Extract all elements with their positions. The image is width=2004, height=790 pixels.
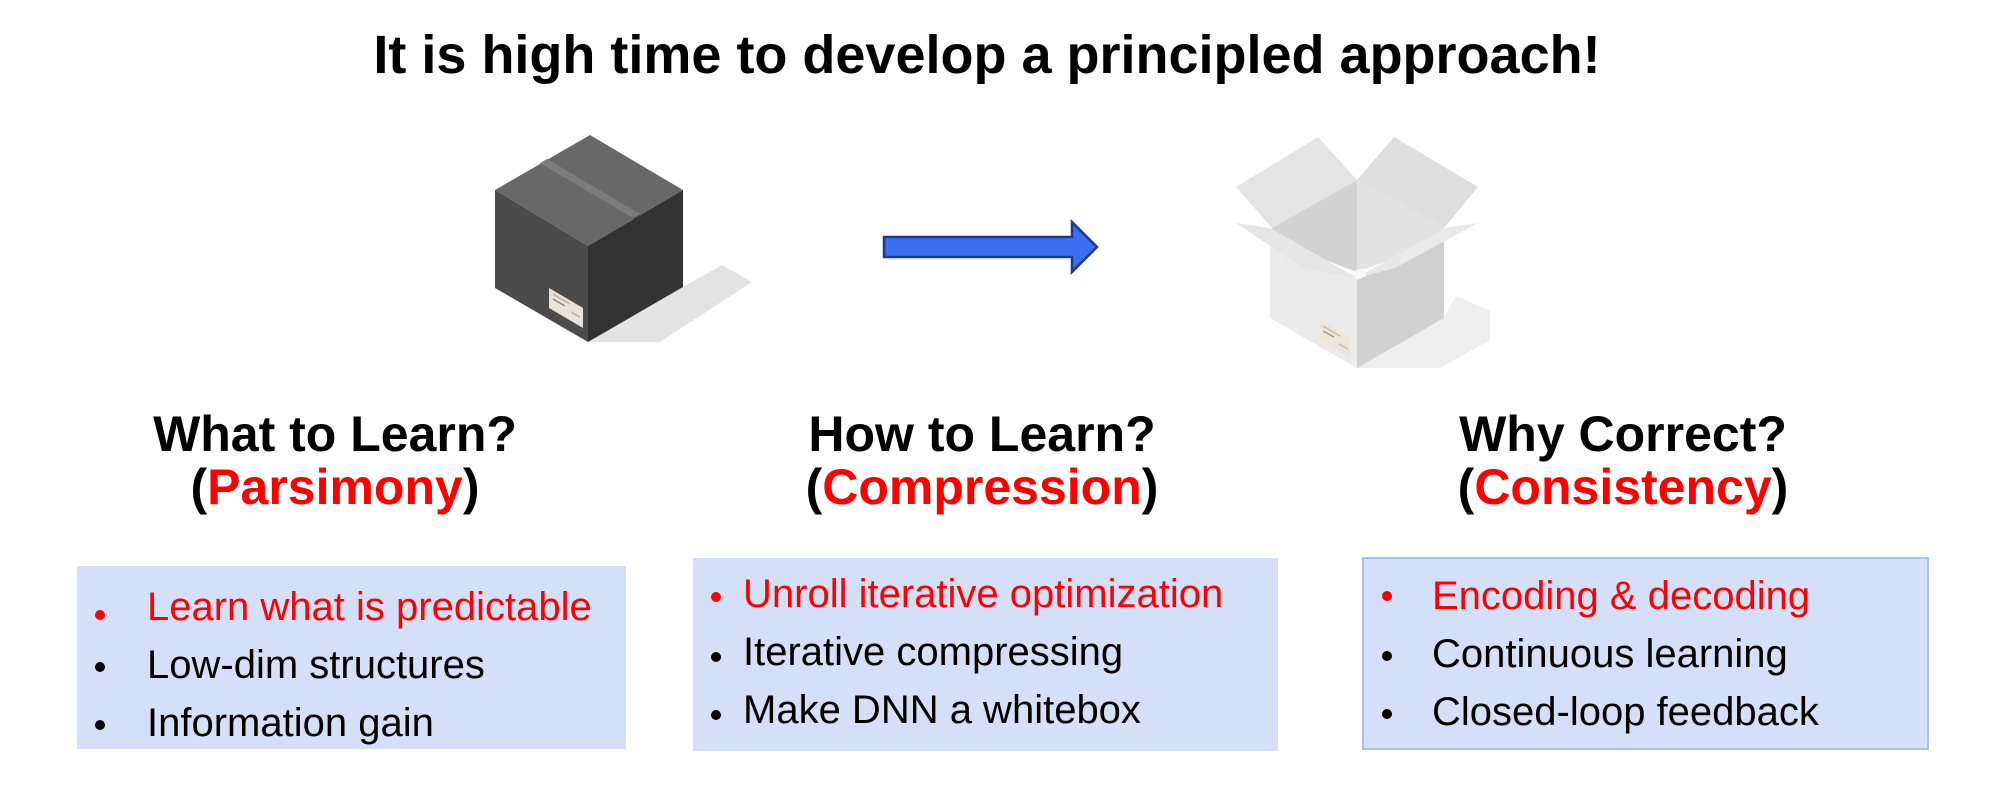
column-heading-consistency: Why Correct? (Consistency) — [1363, 408, 1883, 514]
open-box-front-right-flap — [1357, 223, 1478, 278]
panel-compression: Unroll iterative optimization Iterative … — [693, 558, 1278, 751]
bullet-text: Learn what is predictable — [147, 585, 592, 629]
column-question: Why Correct? — [1459, 406, 1787, 462]
bullet-item: Continuous learning — [1364, 625, 1927, 683]
column-heading-compression: How to Learn? (Compression) — [722, 408, 1242, 514]
paren-close: ) — [462, 459, 480, 515]
bullet-item: Encoding & decoding — [1364, 567, 1927, 625]
paren-open: ( — [805, 459, 823, 515]
bullet-item: Learn what is predictable — [77, 578, 626, 636]
closed-box-icon — [495, 135, 752, 342]
bullet-text: Iterative compressing — [743, 630, 1124, 674]
bullet-list: Encoding & decoding Continuous learning … — [1364, 567, 1927, 741]
paren-open: ( — [1457, 459, 1475, 515]
bullet-text: Encoding & decoding — [1432, 574, 1811, 618]
open-box-corner — [1350, 268, 1366, 280]
bullet-item: Make DNN a whitebox — [693, 681, 1278, 739]
panel-consistency: Encoding & decoding Continuous learning … — [1362, 557, 1929, 750]
bullet-dot — [1382, 651, 1392, 661]
column-principle-line: (Parsimony) — [75, 461, 595, 514]
open-box-icon — [1236, 137, 1490, 368]
bullet-text: Low-dim structures — [147, 643, 485, 687]
bullet-text: Closed-loop feedback — [1432, 690, 1819, 734]
bullet-dot — [1382, 709, 1392, 719]
slide-title: It is high time to develop a principled … — [373, 25, 1601, 85]
column-question: How to Learn? — [808, 406, 1156, 462]
arrow-right-icon — [882, 218, 1099, 276]
illustration — [495, 135, 1490, 368]
closed-box-right-face — [588, 190, 683, 342]
bullet-dot — [711, 710, 721, 720]
bullet-dot — [711, 652, 721, 662]
bullet-item: Unroll iterative optimization — [693, 565, 1278, 623]
bullet-item: Iterative compressing — [693, 623, 1278, 681]
principle-name: Consistency — [1474, 459, 1772, 515]
closed-box-tape — [540, 159, 640, 218]
bullet-item: Closed-loop feedback — [1364, 683, 1927, 741]
open-box-shadow — [1357, 296, 1490, 368]
bullet-dot — [95, 720, 105, 730]
bullet-text: Information gain — [147, 701, 434, 745]
open-box-inner-right — [1357, 180, 1444, 272]
bullet-text: Make DNN a whitebox — [743, 688, 1141, 732]
open-box-back-left-flap — [1236, 137, 1357, 228]
bullet-dot — [95, 610, 105, 620]
arrow-shape — [882, 218, 1099, 276]
open-box-right-face — [1357, 228, 1444, 368]
closed-box-label — [549, 288, 583, 328]
column-question: What to Learn? — [153, 406, 517, 462]
closed-box-shadow — [588, 265, 752, 342]
paren-close: ) — [1771, 459, 1789, 515]
bullet-list: Unroll iterative optimization Iterative … — [693, 565, 1278, 739]
principle-name: Parsimony — [207, 459, 463, 515]
open-box-front-left-flap — [1236, 223, 1357, 278]
bullet-dot — [95, 662, 105, 672]
bullet-dot — [711, 592, 721, 602]
paren-open: ( — [190, 459, 208, 515]
open-box-inner-left — [1272, 180, 1357, 272]
principle-name: Compression — [822, 459, 1142, 515]
paren-close: ) — [1141, 459, 1159, 515]
column-principle-line: (Compression) — [722, 461, 1242, 514]
open-box-back-right-flap — [1357, 137, 1478, 228]
column-principle-line: (Consistency) — [1363, 461, 1883, 514]
bullet-item: Low-dim structures — [77, 636, 626, 694]
bullet-dot — [1382, 591, 1392, 601]
bullet-text: Continuous learning — [1432, 632, 1788, 676]
bullet-item: Information gain — [77, 694, 626, 752]
column-heading-parsimony: What to Learn? (Parsimony) — [75, 408, 595, 514]
bullet-list: Learn what is predictable Low-dim struct… — [77, 578, 626, 752]
panel-parsimony: Learn what is predictable Low-dim struct… — [77, 566, 626, 749]
bullet-text: Unroll iterative optimization — [743, 572, 1224, 616]
